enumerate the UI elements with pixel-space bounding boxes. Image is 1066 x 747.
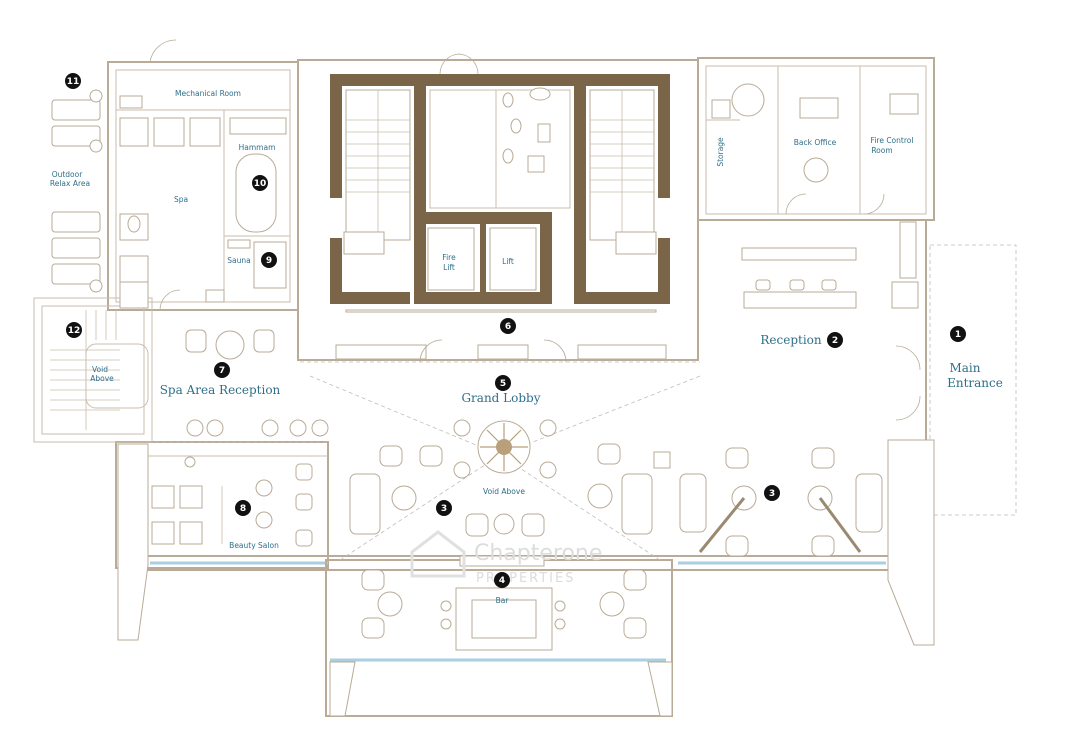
svg-text:10: 10	[254, 179, 267, 189]
core-toilets	[429, 87, 571, 209]
label-fire-lift-line1: Fire	[442, 253, 456, 262]
chandelier	[453, 419, 557, 479]
svg-text:12: 12	[68, 326, 81, 336]
marker-10: 10	[252, 175, 268, 191]
marker-11: 11	[65, 73, 81, 89]
label-fire-control-line2: Room	[871, 146, 892, 155]
svg-text:11: 11	[67, 77, 80, 87]
marker-3-east: 3	[764, 485, 780, 501]
svg-text:6: 6	[505, 322, 511, 332]
watermark-line1: Chapterone	[474, 541, 602, 566]
label-hammam: Hammam	[239, 143, 276, 152]
marker-9: 9	[261, 252, 277, 268]
marker-2: 2	[827, 332, 843, 348]
marker-6: 6	[500, 318, 516, 334]
label-reception: Reception	[760, 333, 822, 347]
label-spa: Spa	[174, 195, 188, 204]
marker-12: 12	[66, 322, 82, 338]
label-void-above-center: Void Above	[483, 487, 525, 496]
label-beauty-salon: Beauty Salon	[229, 541, 279, 550]
label-fire-control-line1: Fire Control	[871, 136, 914, 145]
lobby-benches	[335, 309, 667, 360]
label-main-entrance-line2: Entrance	[947, 376, 1003, 390]
marker-7: 7	[214, 362, 230, 378]
outdoor-loungers	[51, 89, 103, 293]
core-stairs	[343, 89, 657, 255]
svg-text:1: 1	[955, 330, 961, 340]
label-back-office: Back Office	[794, 138, 837, 147]
svg-text:3: 3	[441, 504, 447, 514]
label-outdoor-relax-line1: Outdoor	[52, 170, 84, 179]
label-bar: Bar	[496, 596, 510, 605]
watermark-line2: PROPERTIES	[476, 571, 576, 586]
room-labels: Mechanical Room Hammam Spa Sauna Outdoor…	[50, 89, 1003, 605]
structural-core	[330, 74, 670, 304]
marker-1: 1	[950, 326, 966, 342]
svg-text:4: 4	[499, 576, 505, 586]
reception-desk	[741, 221, 919, 309]
svg-text:2: 2	[832, 336, 838, 346]
label-grand-lobby: Grand Lobby	[461, 391, 540, 405]
doors	[149, 39, 921, 421]
svg-text:5: 5	[500, 379, 506, 389]
svg-text:7: 7	[219, 366, 225, 376]
office-interior	[706, 66, 919, 214]
label-storage: Storage	[716, 137, 725, 167]
spa-reception-furniture	[185, 329, 329, 437]
marker-8: 8	[235, 500, 251, 516]
svg-text:3: 3	[769, 489, 775, 499]
area-markers: 1 2 3 3 4 5 6 7	[65, 73, 966, 588]
marker-3-west: 3	[436, 500, 452, 516]
lift-shafts	[427, 227, 537, 291]
marker-5: 5	[495, 375, 511, 391]
lobby-seating	[349, 443, 883, 557]
label-spa-area-reception: Spa Area Reception	[160, 383, 281, 397]
label-sauna: Sauna	[227, 256, 250, 265]
beauty-salon-furniture	[148, 455, 328, 547]
label-void-left-line2: Above	[90, 374, 114, 383]
svg-text:8: 8	[240, 504, 246, 514]
lobby-sightlines	[148, 361, 701, 561]
label-lift: Lift	[502, 257, 514, 266]
svg-text:9: 9	[266, 256, 272, 266]
label-outdoor-relax-line2: Relax Area	[50, 179, 90, 188]
void-stair	[50, 310, 149, 430]
bar-furniture	[361, 555, 647, 651]
spa-wing-interior	[116, 95, 290, 309]
label-main-entrance-line1: Main	[949, 361, 980, 375]
label-void-left-line1: Void	[92, 365, 108, 374]
label-mechanical-room: Mechanical Room	[175, 89, 241, 98]
label-fire-lift-line2: Lift	[443, 263, 455, 272]
marker-4: 4	[494, 572, 510, 588]
